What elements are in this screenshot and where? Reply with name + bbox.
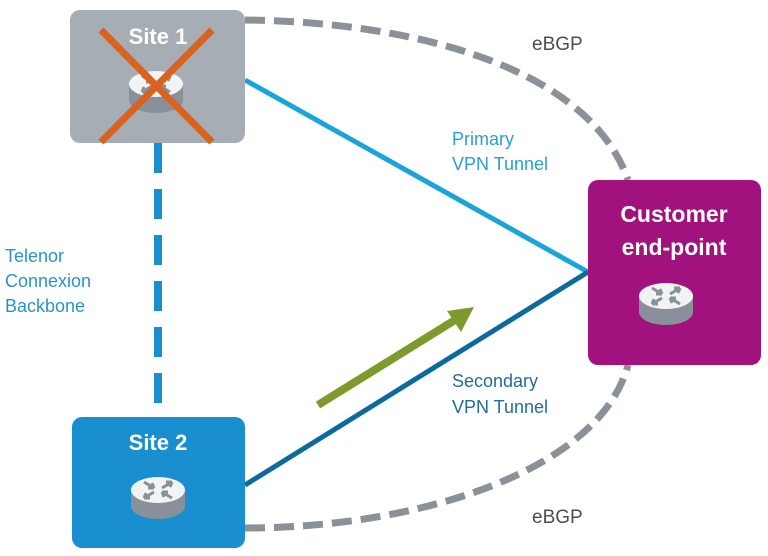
router-icon: [637, 281, 695, 327]
router-icon: [129, 475, 187, 521]
customer-title-line2: end-point: [622, 234, 727, 260]
backbone-label-line2: Connexion: [5, 271, 91, 291]
backbone-label-line1: Telenor: [5, 246, 64, 266]
site-1-title: Site 1: [129, 24, 188, 49]
primary-label-line2: VPN Tunnel: [452, 154, 548, 174]
primary-vpn-tunnel: [243, 77, 590, 275]
customer-endpoint-node[interactable]: Customer end-point: [588, 180, 761, 365]
ebgp-top-link: [244, 16, 632, 182]
ebgp-bottom-label: eBGP: [532, 507, 583, 528]
site-1-node[interactable]: Site 1: [70, 10, 245, 145]
ebgp-top-label: eBGP: [532, 34, 583, 55]
secondary-vpn-tunnel: [243, 269, 590, 488]
secondary-label-line1: Secondary: [452, 371, 538, 391]
secondary-label-line2: VPN Tunnel: [452, 397, 548, 417]
site-2-node[interactable]: Site 2: [72, 417, 245, 548]
failover-arrow: [315, 307, 474, 409]
ebgp-bottom-link: [244, 364, 632, 532]
primary-label-line1: Primary: [452, 129, 514, 149]
customer-title-line1: Customer: [620, 201, 727, 227]
failure-x-icon: [98, 27, 215, 145]
backbone-label-line3: Backbone: [5, 296, 85, 316]
site-2-title: Site 2: [129, 430, 188, 455]
